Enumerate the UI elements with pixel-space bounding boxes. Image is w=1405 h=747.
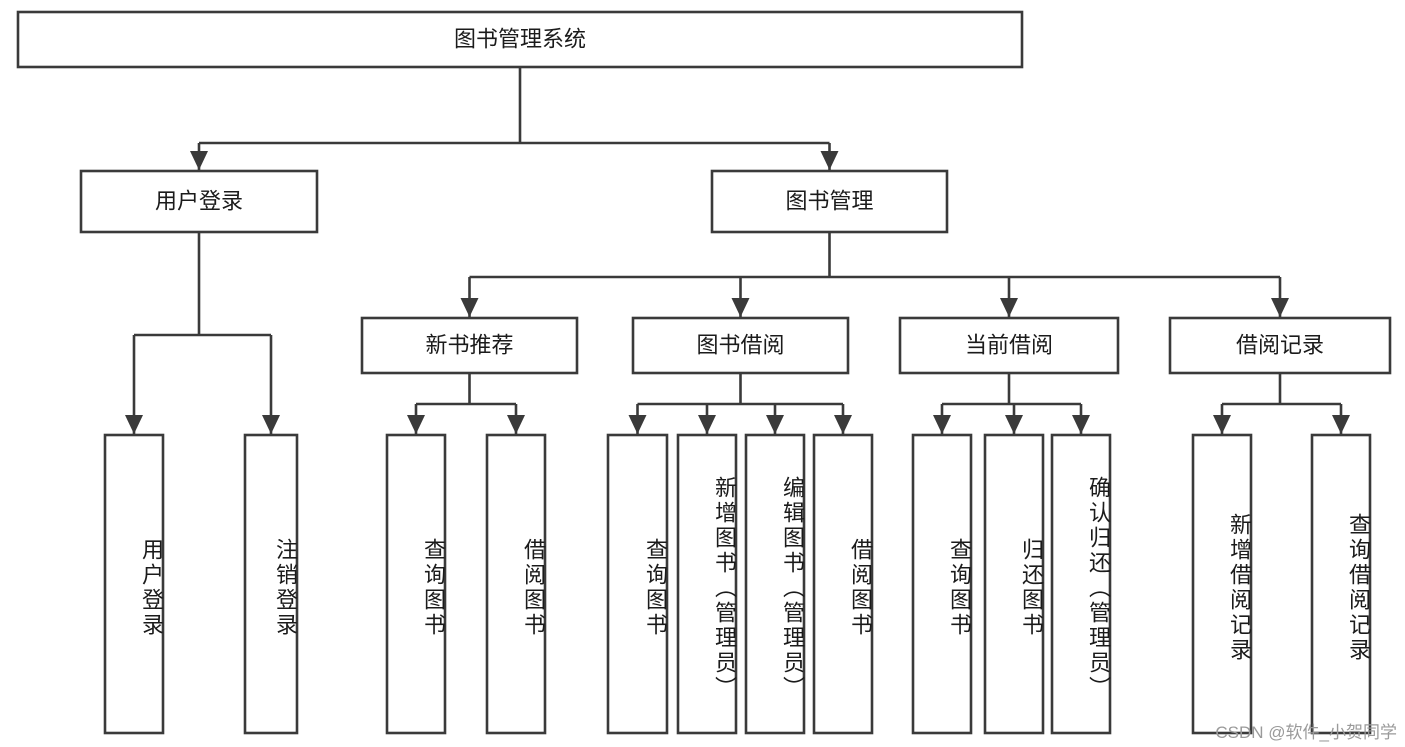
node-book-borrow-label: 图书借阅: [696, 332, 784, 357]
arrow-to-book-manage: [820, 151, 839, 170]
boxes-layer: [16, 10, 1392, 735]
node-leaf-edit-book[interactable]: [744, 433, 806, 735]
node-leaf-user-login[interactable]: [103, 433, 165, 735]
arrow-to-leaf-query-book-1: [407, 415, 425, 434]
arrow-to-current-borrow: [1000, 298, 1018, 317]
arrow-to-leaf-add-book: [698, 415, 716, 434]
node-borrow-record[interactable]: [1168, 316, 1392, 375]
node-user-login-label: 用户登录: [155, 188, 243, 213]
node-leaf-logout[interactable]: [243, 433, 299, 735]
node-current-borrow-label: 当前借阅: [965, 332, 1053, 357]
arrow-to-leaf-borrow-book-2: [834, 415, 852, 434]
arrow-to-leaf-edit-book: [766, 415, 784, 434]
node-borrow-record-label: 借阅记录: [1236, 332, 1324, 357]
arrow-to-leaf-query-record: [1332, 415, 1350, 434]
node-leaf-borrow-book-1[interactable]: [485, 433, 547, 735]
node-leaf-return-book[interactable]: [983, 433, 1045, 735]
node-new-book-rec[interactable]: [360, 316, 579, 375]
node-leaf-borrow-book-2[interactable]: [812, 433, 874, 735]
node-new-book-rec-label: 新书推荐: [425, 332, 513, 357]
connectors-layer: [125, 67, 1350, 434]
node-root[interactable]: [16, 10, 1024, 69]
node-leaf-add-record[interactable]: [1191, 433, 1253, 735]
arrow-to-borrow-record: [1271, 298, 1289, 317]
arrow-to-leaf-confirm-return: [1072, 415, 1090, 434]
arrow-to-new-book-rec: [460, 298, 479, 317]
arrow-to-leaf-return-book: [1005, 415, 1023, 434]
node-user-login[interactable]: [79, 169, 319, 234]
node-root-label: 图书管理系统: [454, 26, 586, 51]
arrow-to-leaf-borrow-book-1: [507, 415, 525, 434]
node-leaf-add-book[interactable]: [676, 433, 738, 735]
node-leaf-query-record[interactable]: [1310, 433, 1372, 735]
arrow-to-leaf-query-book-3: [933, 415, 951, 434]
node-leaf-query-book-1[interactable]: [385, 433, 447, 735]
node-book-borrow[interactable]: [631, 316, 850, 375]
arrow-to-user-login: [190, 151, 208, 170]
arrow-to-book-borrow: [731, 298, 750, 317]
arrow-to-leaf-logout: [262, 415, 280, 434]
node-current-borrow[interactable]: [898, 316, 1120, 375]
arrow-to-leaf-user-login: [125, 415, 143, 434]
arrow-to-leaf-add-record: [1213, 415, 1231, 434]
node-leaf-query-book-3[interactable]: [911, 433, 973, 735]
csdn-watermark: CSDN @软件_小贺同学: [1215, 723, 1397, 742]
node-leaf-query-book-2[interactable]: [606, 433, 669, 735]
node-leaf-confirm-return[interactable]: [1050, 433, 1112, 735]
node-book-manage-label: 图书管理: [785, 188, 873, 213]
arrow-to-leaf-query-book-2: [628, 415, 647, 434]
node-book-manage[interactable]: [710, 169, 949, 234]
